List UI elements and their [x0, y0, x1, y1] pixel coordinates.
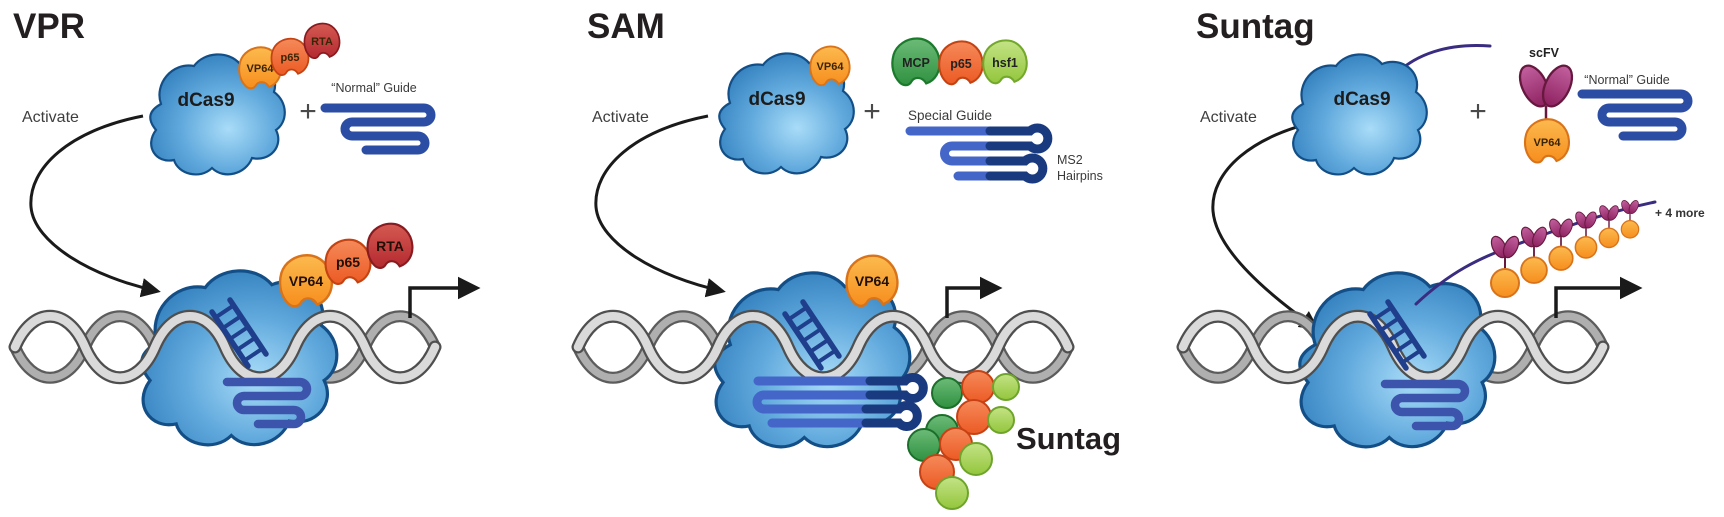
normal-guide-label: “Normal” Guide: [1584, 73, 1669, 87]
guide-rna-scaffold-with-hairpins: [752, 373, 928, 431]
rta-label: RTA: [376, 238, 404, 254]
scfv-label: scFV: [1529, 46, 1560, 60]
transcription-arrow: [408, 276, 481, 318]
vp64-label: VP64: [1534, 137, 1562, 149]
ms2-label-line1: MS2: [1057, 153, 1083, 167]
scfv-vp64-unit: [1620, 199, 1641, 238]
dna-helix-front: [8, 309, 442, 385]
special-guide-rna-icon: [905, 123, 1053, 184]
vp64-label: VP64: [289, 273, 323, 289]
rta-label: RTA: [311, 36, 333, 48]
p65-label: p65: [281, 52, 300, 64]
guide-rna-icon: [325, 108, 431, 150]
panel-vpr: VPR Activate dCas9 VP64 p65 RTA + “Norma…: [8, 7, 481, 447]
scfv-vp64-unit: [1547, 217, 1575, 270]
ms2-hairpin-icon: [865, 373, 928, 403]
mcp-label: MCP: [902, 56, 930, 70]
more-units-label: + 4 more: [1655, 206, 1705, 220]
vp64-label: VP64: [247, 63, 275, 75]
activate-label: Activate: [1200, 109, 1257, 126]
panel-sam: SAM Activate dCas9 VP64 + MCP p65 hsf1 S…: [571, 7, 1121, 510]
suntag-cluster-label: Suntag: [1016, 421, 1121, 456]
ms2-label-line2: Hairpins: [1057, 169, 1103, 183]
guide-rna-icon: [1582, 94, 1688, 136]
ms2-hairpin-icon: [985, 123, 1053, 154]
scfv-vp64-unit: [1488, 234, 1521, 297]
scfv-antibody-icon: [1512, 59, 1580, 113]
activator-cluster: [907, 370, 1020, 510]
panel-title: SAM: [587, 7, 665, 46]
activate-label: Activate: [22, 109, 79, 126]
activate-arrow: [1211, 118, 1326, 331]
activate-arrow: [29, 114, 161, 298]
hsf1-label: hsf1: [992, 56, 1018, 70]
panel-title: VPR: [13, 7, 85, 46]
scfv-vp64-unit: [1598, 204, 1621, 247]
special-guide-label: Special Guide: [908, 108, 992, 123]
plus-sign: +: [863, 95, 881, 128]
activate-arrow: [594, 114, 726, 298]
scfv-vp64-unit: [1519, 225, 1550, 283]
dcas9-label: dCas9: [748, 89, 805, 110]
scfv-vp64-units: [1488, 199, 1640, 297]
ms2-hairpin-icon: [861, 401, 922, 431]
transcription-arrow: [1554, 276, 1643, 318]
p65-label: p65: [950, 57, 972, 71]
normal-guide-label: “Normal” Guide: [331, 81, 416, 95]
ms2-hairpin-icon: [985, 153, 1048, 184]
activate-label: Activate: [592, 109, 649, 126]
panel-title: Suntag: [1196, 7, 1315, 46]
dcas9-label: dCas9: [177, 90, 234, 111]
transcription-arrow: [945, 276, 1003, 318]
plus-sign: +: [1469, 95, 1487, 128]
vp64-label: VP64: [817, 61, 845, 73]
p65-label: p65: [336, 254, 360, 270]
dcas9-label: dCas9: [1333, 89, 1390, 110]
scfv-vp64-unit: [1573, 210, 1598, 258]
dcas9-protein: [1291, 53, 1428, 176]
panel-suntag: Suntag Activate dCas9 + scFV VP64 “Norma…: [1176, 7, 1705, 449]
plus-sign: +: [299, 95, 317, 128]
vp64-label: VP64: [855, 273, 889, 289]
